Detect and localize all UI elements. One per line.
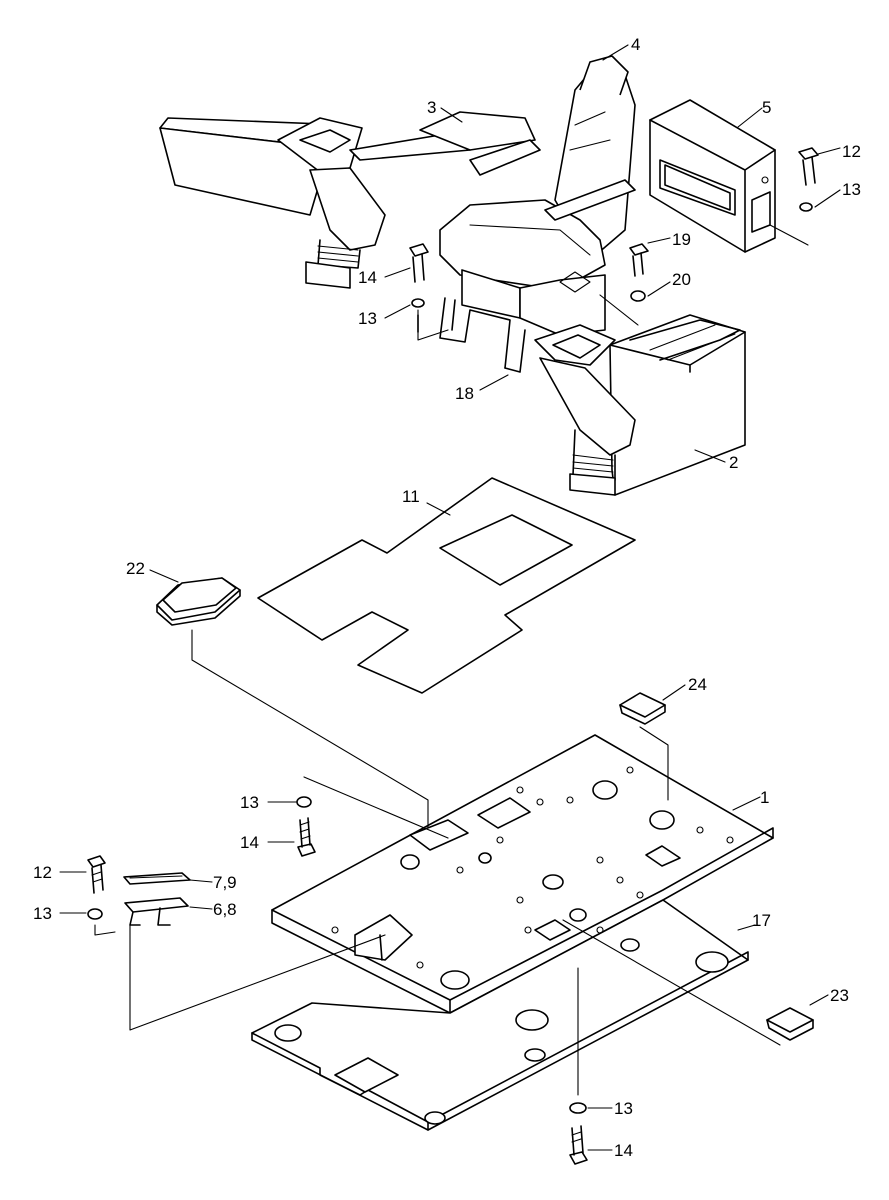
seat bbox=[439, 55, 636, 336]
callout-12-top: 12 bbox=[842, 142, 861, 161]
callout-20: 20 bbox=[672, 270, 691, 289]
callout-12-bottom: 12 bbox=[33, 863, 52, 882]
callout-14-bottom: 14 bbox=[614, 1141, 633, 1160]
callout-24: 24 bbox=[688, 675, 707, 694]
callout-14-seat: 14 bbox=[358, 268, 377, 287]
side-box bbox=[649, 99, 809, 253]
callout-leaders bbox=[59, 44, 841, 1151]
callout-2: 2 bbox=[729, 453, 738, 472]
callout-23: 23 bbox=[830, 986, 849, 1005]
callout-7-9: 7,9 bbox=[213, 873, 237, 892]
callout-11: 11 bbox=[402, 487, 420, 506]
callout-labels: 1 2 3 4 5 6,8 7,9 11 12 12 13 13 13 13 1… bbox=[33, 35, 861, 1160]
assembly-lines bbox=[94, 294, 781, 1096]
fasteners bbox=[87, 147, 819, 1165]
callout-22: 22 bbox=[126, 559, 145, 578]
callout-3: 3 bbox=[427, 98, 436, 117]
callout-17: 17 bbox=[752, 911, 771, 930]
right-console bbox=[534, 314, 746, 496]
floor-plate-upper bbox=[271, 734, 774, 1014]
callout-4: 4 bbox=[631, 35, 640, 54]
cap-23 bbox=[766, 1007, 814, 1041]
callout-18: 18 bbox=[455, 384, 474, 403]
callout-13-bottom: 13 bbox=[614, 1099, 633, 1118]
floor-mat bbox=[257, 477, 636, 694]
grommet-22 bbox=[156, 577, 241, 626]
callout-6-8: 6,8 bbox=[213, 900, 237, 919]
callout-1: 1 bbox=[760, 788, 769, 807]
callout-13-plate: 13 bbox=[240, 793, 259, 812]
cap-24 bbox=[619, 692, 666, 725]
callout-5: 5 bbox=[762, 98, 771, 117]
callout-19: 19 bbox=[672, 230, 691, 249]
floor-plate-lower bbox=[251, 899, 749, 1131]
callout-13-left: 13 bbox=[33, 904, 52, 923]
left-console bbox=[159, 111, 541, 289]
callout-13-top: 13 bbox=[842, 180, 861, 199]
callout-14-plate: 14 bbox=[240, 833, 259, 852]
callout-13-seat: 13 bbox=[358, 309, 377, 328]
